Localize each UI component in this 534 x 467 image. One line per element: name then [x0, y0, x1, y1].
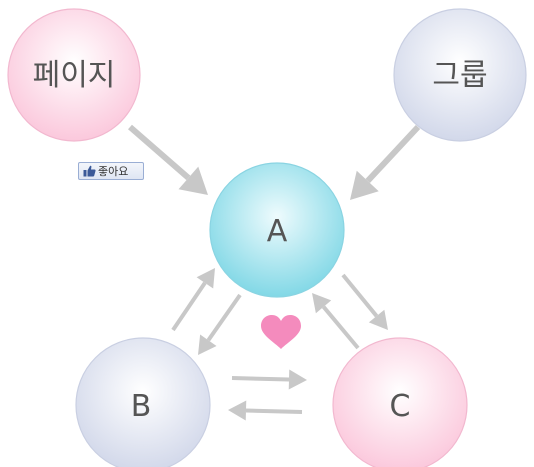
- node-b-circle: [75, 337, 211, 467]
- edge-b-c-head: [288, 369, 307, 390]
- node-c-label: C: [390, 389, 411, 424]
- edge-b-a-shaft: [171, 281, 207, 332]
- edge-b-c-shaft: [231, 376, 290, 382]
- edge-page-a-shaft: [128, 124, 191, 181]
- node-group-label: 그룹: [432, 58, 487, 93]
- edge-b-a-head: [196, 268, 215, 289]
- edge-a-c-shaft: [341, 273, 379, 318]
- like-button[interactable]: 좋아요: [78, 162, 144, 180]
- edge-a-b-shaft: [206, 293, 242, 342]
- thumbs-up-icon: [83, 165, 96, 177]
- node-page-label: 페이지: [33, 58, 116, 93]
- edge-c-a-shaft: [322, 305, 360, 350]
- edge-a-b: [198, 293, 242, 355]
- edge-page-a-head: [178, 166, 208, 195]
- edge-a-c-head: [368, 309, 388, 330]
- edge-a-c: [341, 273, 388, 330]
- node-group-circle: [393, 8, 527, 142]
- node-a: A: [209, 162, 345, 298]
- edge-group-a-shaft: [365, 124, 421, 184]
- node-c-circle: [332, 337, 468, 467]
- edge-b-c: [231, 369, 307, 390]
- edge-a-b-head: [198, 334, 217, 355]
- edge-c-b-shaft: [245, 408, 303, 414]
- node-a-circle: [209, 162, 345, 298]
- node-page-circle: [7, 8, 141, 142]
- node-group: 그룹: [393, 8, 527, 142]
- edge-page-a: [128, 124, 208, 195]
- edge-c-a-head: [312, 293, 332, 314]
- edge-layer: [128, 124, 421, 421]
- edge-b-a: [171, 268, 215, 332]
- node-c: C: [332, 337, 468, 467]
- node-a-label: A: [267, 214, 288, 249]
- like-button-label: 좋아요: [98, 165, 129, 178]
- edge-group-a-head: [350, 170, 379, 200]
- edge-group-a: [350, 124, 421, 200]
- node-b-label: B: [131, 389, 152, 424]
- edge-c-b-head: [228, 400, 247, 421]
- node-page: 페이지: [7, 8, 141, 142]
- edge-c-b: [228, 400, 303, 421]
- node-b: B: [75, 337, 211, 467]
- heart-icon: [261, 315, 301, 349]
- edge-c-a: [312, 293, 360, 350]
